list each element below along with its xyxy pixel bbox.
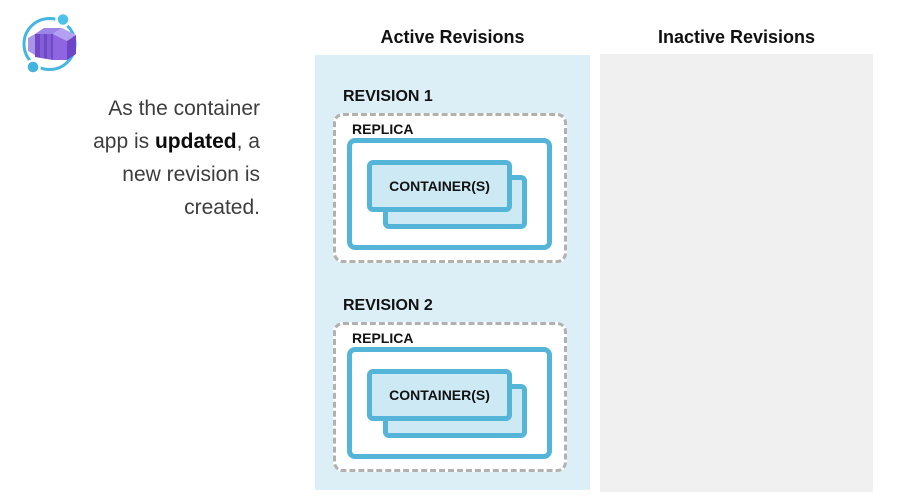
replica-box: CONTAINER(S) <box>347 138 552 250</box>
container-front-box: CONTAINER(S) <box>367 160 512 212</box>
revision-1-group: REVISION 1 REPLICA CONTAINER(S) <box>315 88 590 263</box>
intro-line-3: new revision is <box>122 163 260 186</box>
revision-2-box: REPLICA CONTAINER(S) <box>333 322 567 472</box>
intro-line-4: created. <box>184 196 260 219</box>
inactive-revisions-panel <box>600 54 873 492</box>
container-front-box: CONTAINER(S) <box>367 369 512 421</box>
revision-1-label: REVISION 1 <box>343 88 433 105</box>
replica-label: REPLICA <box>352 330 414 346</box>
revision-1-box: REPLICA CONTAINER(S) <box>333 113 567 263</box>
containers-label: CONTAINER(S) <box>389 387 490 403</box>
revision-2-group: REVISION 2 REPLICA CONTAINER(S) <box>315 297 590 472</box>
active-revisions-panel: REVISION 1 REPLICA CONTAINER(S) REVISION… <box>315 55 590 490</box>
intro-line-2: app is updated, a <box>93 130 260 153</box>
containers-label: CONTAINER(S) <box>389 178 490 194</box>
orbit-dot-top <box>55 13 71 28</box>
intro-bold-updated: updated <box>154 130 237 153</box>
revision-2-label: REVISION 2 <box>343 297 433 314</box>
orbit-dot-bottom <box>25 59 41 75</box>
intro-text: As the container app is updated, a new r… <box>30 92 260 224</box>
inactive-revisions-title: Inactive Revisions <box>657 27 816 47</box>
intro-line-1: As the container <box>108 97 260 120</box>
replica-box: CONTAINER(S) <box>347 347 552 459</box>
azure-container-apps-icon <box>22 13 77 75</box>
replica-label: REPLICA <box>352 121 414 137</box>
active-revisions-title: Active Revisions <box>380 27 525 47</box>
